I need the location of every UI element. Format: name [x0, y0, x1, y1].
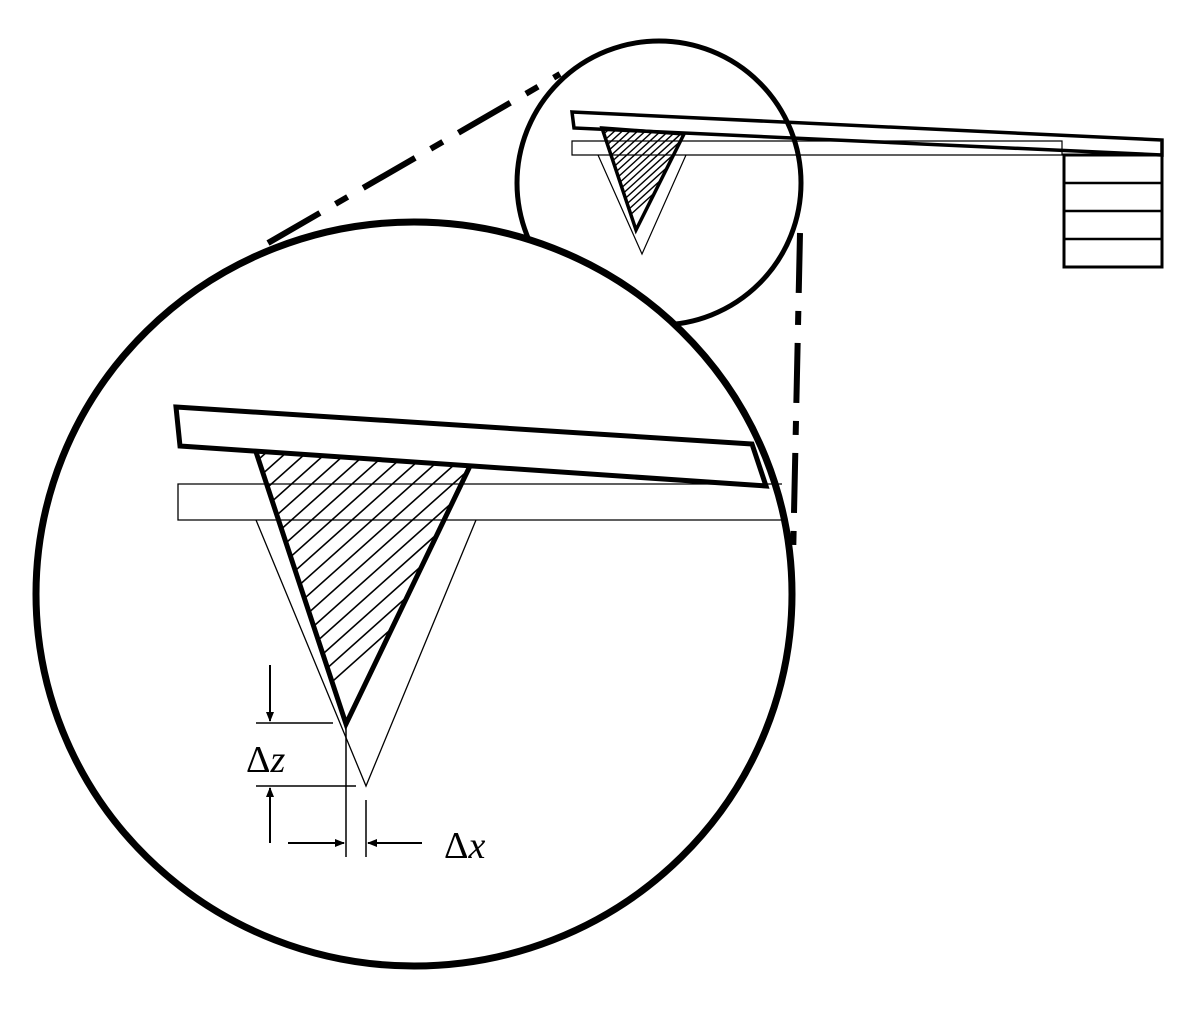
small-original-tip: [597, 154, 687, 256]
delta-z-dimension: Δz: [246, 665, 356, 843]
right-connector-line: [790, 232, 803, 561]
hatch-line: [256, 452, 470, 513]
delta-x-label: Δx: [444, 825, 485, 867]
hatch-line: [256, 452, 470, 549]
hatch-line: [602, 128, 684, 142]
hatch-line: [256, 452, 470, 531]
hatch-line: [602, 128, 684, 163]
small-original-cantilever: [571, 140, 1063, 156]
magnified-tilted-cantilever: [173, 404, 770, 489]
hatch-line: [602, 128, 684, 156]
delta-z-label: Δz: [246, 739, 285, 781]
hatch-line: [596, 20, 706, 120]
hatch-line: [256, 452, 470, 567]
small-tilted-tip: [599, 126, 687, 235]
magnified-original-cantilever: [177, 483, 782, 521]
hatch-line: [602, 128, 684, 177]
upper-connector-line: [266, 71, 562, 246]
delta-x-dimension: Δx: [288, 724, 485, 867]
hatch-line: [602, 128, 684, 170]
hatch-line: [602, 128, 684, 149]
small-cantilever-assembly: [570, 20, 1164, 269]
cantilever-base: [1062, 153, 1164, 269]
large-magnified-circle: [32, 218, 796, 970]
zoom-connector-lines: [266, 71, 803, 561]
magnified-original-tip: [255, 519, 477, 788]
